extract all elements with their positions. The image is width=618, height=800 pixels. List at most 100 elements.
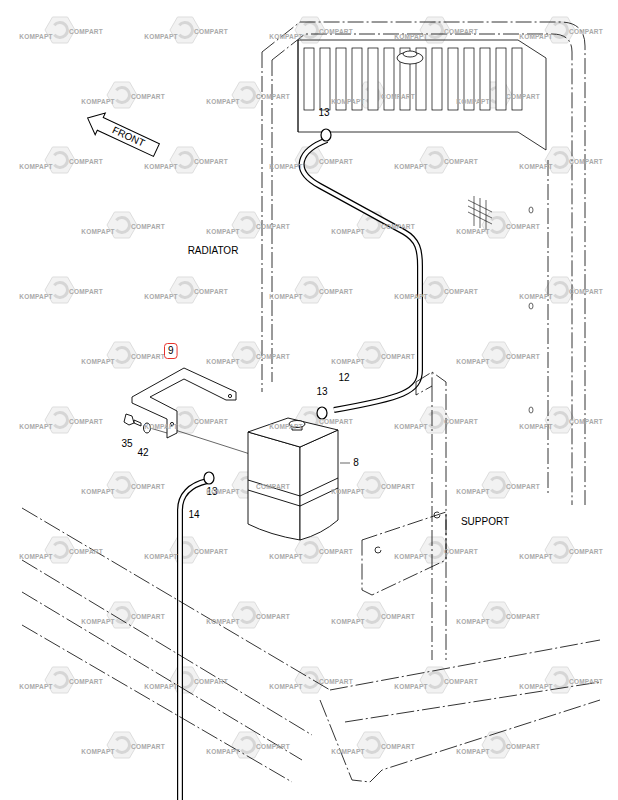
watermark-c (490, 216, 506, 234)
watermark-text: COMPART (256, 484, 290, 491)
watermark-text: COMPART (444, 289, 478, 296)
watermark-text: KOMPAPT (456, 359, 489, 366)
watermark-c (553, 541, 569, 559)
watermark-c (303, 671, 319, 689)
fin (496, 48, 506, 110)
watermark-text: KOMPAPT (81, 749, 114, 756)
watermark-text: COMPART (194, 29, 228, 36)
arrow-shape (82, 107, 161, 161)
watermark-c (240, 346, 256, 364)
watermark-text: COMPART (131, 744, 165, 751)
watermark-text: KOMPAPT (519, 424, 552, 431)
watermark-text: KOMPAPT (19, 424, 52, 431)
watermark-c (365, 736, 381, 754)
watermark-text: KOMPAPT (519, 34, 552, 41)
watermark-text: KOMPAPT (144, 294, 177, 301)
watermark-c (115, 346, 131, 364)
watermark-c (115, 736, 131, 754)
watermark-text: COMPART (194, 159, 228, 166)
watermark-text: COMPART (569, 679, 603, 686)
watermark-text: KOMPAPT (81, 99, 114, 106)
watermark-text: KOMPAPT (206, 359, 239, 366)
callout-number: 35 (121, 439, 132, 449)
callout-number: 42 (137, 448, 148, 458)
watermark-c (553, 281, 569, 299)
bracket (132, 368, 236, 438)
watermark-text: COMPART (569, 159, 603, 166)
watermark-text: KOMPAPT (206, 619, 239, 626)
watermark-text: KOMPAPT (394, 684, 427, 691)
watermark-text: KOMPAPT (269, 164, 302, 171)
radiator-tank (298, 40, 546, 150)
watermark-text: KOMPAPT (331, 749, 364, 756)
watermark-c (240, 606, 256, 624)
watermark-text: COMPART (569, 419, 603, 426)
watermark-text: KOMPAPT (206, 749, 239, 756)
watermark-c (53, 281, 69, 299)
callout-box: 9 (164, 343, 178, 359)
watermark-c (490, 606, 506, 624)
fin (368, 48, 378, 110)
watermark-text: KOMPAPT (331, 229, 364, 236)
watermark-text: COMPART (569, 549, 603, 556)
watermark-c (240, 216, 256, 234)
watermark-text: COMPART (194, 679, 228, 686)
watermark-c (553, 21, 569, 39)
watermark-text: COMPART (506, 224, 540, 231)
watermark-c (303, 21, 319, 39)
watermark-text: COMPART (131, 614, 165, 621)
fin (304, 48, 314, 110)
fin (432, 48, 442, 110)
watermark-c (240, 736, 256, 754)
watermark-text: KOMPAPT (394, 164, 427, 171)
watermark-text: COMPART (69, 29, 103, 36)
watermark-text: COMPART (569, 289, 603, 296)
watermark-text: COMPART (194, 289, 228, 296)
watermark-text: COMPART (69, 289, 103, 296)
watermark-c (115, 86, 131, 104)
fin (384, 48, 394, 110)
watermark-text: KOMPAPT (519, 554, 552, 561)
watermark-text: KOMPAPT (81, 619, 114, 626)
watermark-text: KOMPAPT (456, 229, 489, 236)
watermark-text: KOMPAPT (394, 294, 427, 301)
callout-number: 13 (318, 108, 329, 118)
watermark-text: KOMPAPT (19, 164, 52, 171)
watermark-c (53, 411, 69, 429)
watermark-text: KOMPAPT (394, 424, 427, 431)
watermark-text: KOMPAPT (269, 684, 302, 691)
watermark-c (178, 151, 194, 169)
watermark-text: COMPART (69, 679, 103, 686)
watermark-text: KOMPAPT (456, 619, 489, 626)
watermark-text: COMPART (381, 224, 415, 231)
watermark-text: KOMPAPT (19, 554, 52, 561)
watermark-text: COMPART (569, 29, 603, 36)
watermark-text: COMPART (381, 484, 415, 491)
watermark-text: COMPART (506, 614, 540, 621)
watermark-text: COMPART (194, 549, 228, 556)
watermark-text: KOMPAPT (144, 34, 177, 41)
watermark-text: KOMPAPT (81, 229, 114, 236)
watermark-text: KOMPAPT (519, 164, 552, 171)
watermark-text: COMPART (506, 94, 540, 101)
watermark-text: COMPART (69, 419, 103, 426)
watermark-text: KOMPAPT (144, 164, 177, 171)
watermark-c (53, 151, 69, 169)
watermark-text: KOMPAPT (269, 554, 302, 561)
reservoir-tank (248, 418, 338, 540)
watermark-text: COMPART (381, 744, 415, 751)
watermark-text: COMPART (256, 354, 290, 361)
watermark-text: KOMPAPT (331, 619, 364, 626)
callout-frame (165, 344, 178, 359)
watermark-text: KOMPAPT (456, 99, 489, 106)
watermark-c (428, 671, 444, 689)
watermark-c (365, 476, 381, 494)
watermark-text: COMPART (444, 159, 478, 166)
watermark-c (240, 86, 256, 104)
watermark-text: KOMPAPT (269, 34, 302, 41)
watermark-text: COMPART (506, 484, 540, 491)
watermark-text: COMPART (381, 94, 415, 101)
watermark-text: KOMPAPT (81, 489, 114, 496)
watermark-text: COMPART (256, 224, 290, 231)
watermark-text: KOMPAPT (206, 99, 239, 106)
